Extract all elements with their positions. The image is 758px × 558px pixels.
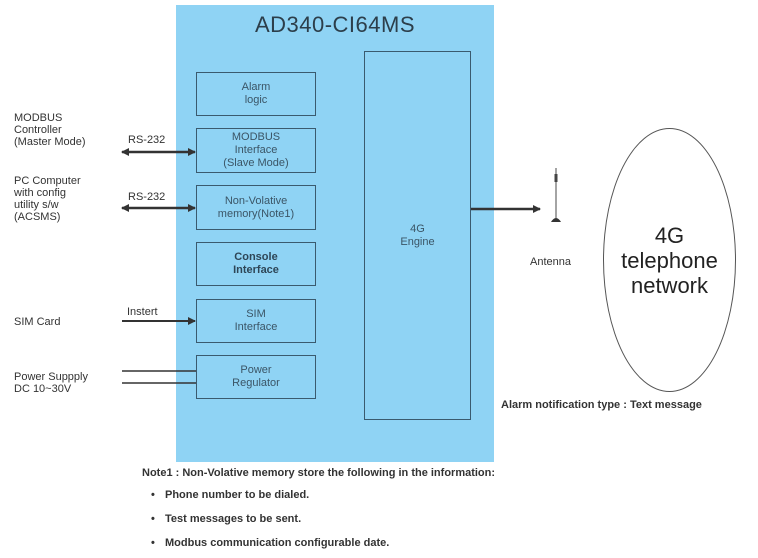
- modbus-controller-line-2: Controller: [14, 124, 62, 136]
- modbus-controller-label: MODBUS Controller (Master Mode): [14, 112, 86, 148]
- modbus-interface-line-2: Interface: [234, 144, 278, 156]
- bullet-icon: •: [151, 513, 155, 525]
- alarm-logic-line-2: logic: [244, 94, 268, 106]
- note-heading: Note1 : Non-Volative memory store the fo…: [142, 467, 496, 479]
- sim-interface-box: SIM Interface: [196, 299, 316, 343]
- power-regulator-line-1: Power: [240, 364, 272, 376]
- note-item-text: Phone number to be dialed.: [165, 489, 310, 501]
- network-line-1: 4G: [654, 222, 685, 248]
- bullet-icon: •: [151, 537, 155, 549]
- engine-line-1: 4G: [410, 222, 425, 235]
- alarm-notification-type: Alarm notification type : Text message: [501, 399, 702, 411]
- bullet-icon: •: [151, 489, 155, 501]
- pc-line-4: (ACSMS): [14, 211, 61, 223]
- pc-line-2: with config: [14, 187, 66, 199]
- memory-line-2: memory(Note1): [217, 207, 295, 220]
- memory-line-1: Non-Volative: [224, 194, 288, 207]
- note-item: • Modbus communication configurable date.: [151, 537, 389, 549]
- 4g-telephone-network: 4G telephone network: [603, 128, 736, 392]
- modbus-controller-line-1: MODBUS: [14, 112, 63, 124]
- power-supply-line-2: DC 10~30V: [14, 383, 72, 395]
- console-interface-box: Console Interface: [196, 242, 316, 286]
- sim-card-label: SIM Card: [14, 316, 61, 328]
- note-item-text: Test messages to be sent.: [165, 513, 302, 525]
- pc-line-3: utility s/w: [14, 199, 59, 211]
- modbus-interface-line-3: (Slave Mode): [223, 157, 289, 169]
- modbus-interface-line-1: MODBUS: [231, 131, 281, 143]
- console-line-2: Interface: [233, 264, 279, 276]
- alarm-logic-line-1: Alarm: [241, 81, 271, 93]
- device-panel: [176, 5, 494, 462]
- power-supply-label: Power Suppply DC 10~30V: [14, 371, 88, 395]
- 4g-engine-box: 4G Engine: [364, 51, 471, 420]
- antenna-icon: [551, 168, 561, 222]
- modbus-controller-line-3: (Master Mode): [14, 136, 86, 148]
- console-line-1: Console: [234, 251, 278, 263]
- sim-interface-line-1: SIM: [246, 308, 266, 320]
- power-regulator-box: Power Regulator: [196, 355, 316, 399]
- network-line-2: telephone: [621, 247, 718, 273]
- pc-line-1: PC Computer: [14, 175, 81, 187]
- pc-computer-label: PC Computer with config utility s/w (ACS…: [14, 175, 81, 223]
- alarm-logic-box: Alarm logic: [196, 72, 316, 116]
- power-regulator-line-2: Regulator: [232, 377, 280, 389]
- engine-line-2: Engine: [400, 235, 435, 248]
- pc-rs232-label: RS-232: [128, 191, 166, 203]
- device-title: AD340-CI64MS: [254, 12, 416, 37]
- note-item: • Phone number to be dialed.: [151, 489, 309, 501]
- antenna-label: Antenna: [530, 256, 571, 268]
- network-line-3: network: [630, 272, 709, 298]
- sim-interface-line-2: Interface: [234, 321, 278, 333]
- modbus-rs232-label: RS-232: [128, 134, 166, 146]
- note-item-text: Modbus communication configurable date.: [165, 537, 390, 549]
- note-item: • Test messages to be sent.: [151, 513, 301, 525]
- sim-insert-label: Instert: [127, 306, 158, 318]
- non-volatile-memory-box: Non-Volative memory(Note1): [196, 185, 316, 230]
- modbus-interface-box: MODBUS Interface (Slave Mode): [196, 128, 316, 173]
- power-supply-line-1: Power Suppply: [14, 371, 88, 383]
